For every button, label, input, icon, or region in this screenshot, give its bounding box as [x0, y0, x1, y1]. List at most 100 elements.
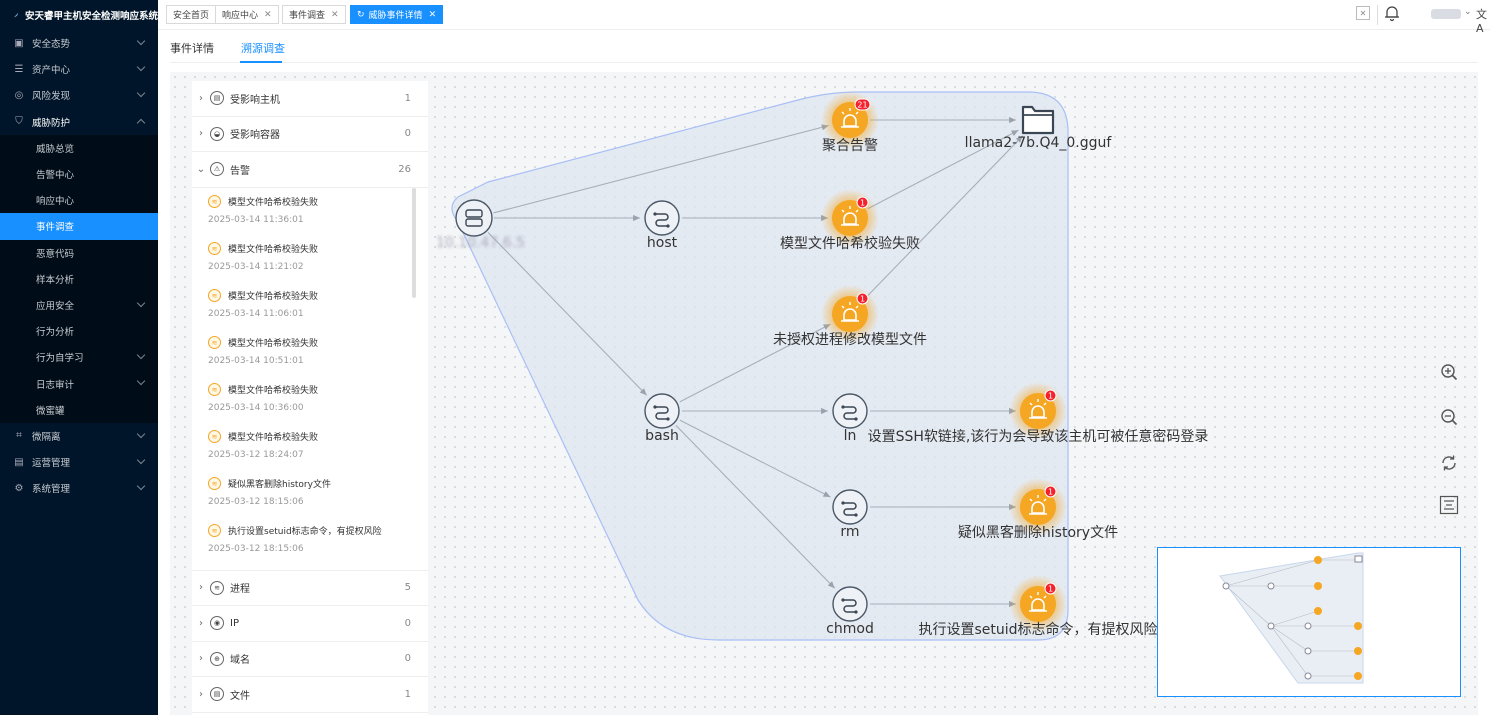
- close-icon[interactable]: ✕: [428, 9, 437, 20]
- tab-event-investigation[interactable]: 事件调查✕: [282, 5, 346, 24]
- alert-node-ssh[interactable]: 1: [1009, 382, 1067, 440]
- avatar[interactable]: [1431, 9, 1461, 19]
- fit-view-icon[interactable]: [1435, 491, 1463, 519]
- group-icon: ◒: [210, 126, 224, 141]
- process-node-rm[interactable]: [832, 489, 868, 525]
- group-label: 域名: [230, 655, 250, 667]
- close-icon[interactable]: ✕: [264, 9, 272, 20]
- group-label: IP: [230, 617, 239, 629]
- sidebar-item-shield[interactable]: ⛉威胁防护: [0, 109, 158, 135]
- sidebar-item-label: 运营管理: [32, 458, 71, 470]
- host-node[interactable]: [455, 199, 493, 237]
- alert-title-row: ≋模型文件哈希校验失败: [208, 242, 428, 256]
- alert-list-item[interactable]: ≋模型文件哈希校验失败 2025-03-14 11:21:02: [192, 235, 428, 282]
- refresh-icon[interactable]: ↻: [357, 9, 365, 20]
- process-node-chmod[interactable]: [832, 586, 868, 622]
- chevron-down-icon[interactable]: ⌄: [1464, 7, 1472, 17]
- alert-title-row: ≋执行设置setuid标志命令，有提权风险: [208, 524, 428, 538]
- brand: 安天睿甲主机安全检测响应系统: [0, 0, 158, 30]
- tab-security-home[interactable]: 安全首页: [166, 5, 217, 24]
- process-node-host[interactable]: [644, 200, 680, 236]
- alert-node-hash[interactable]: 1: [821, 189, 879, 247]
- close-all-tabs-icon[interactable]: ✕: [1356, 6, 1370, 20]
- group-icon: ≋: [210, 580, 224, 595]
- minimap[interactable]: [1157, 547, 1461, 697]
- sidebar-item-segment[interactable]: ⌗微隔离: [0, 423, 158, 449]
- alert-title: 模型文件哈希校验失败: [228, 245, 319, 255]
- sidebar-item-label: 安全态势: [32, 39, 71, 51]
- process-node-bash[interactable]: [644, 393, 680, 429]
- sidebar-subitem[interactable]: 应用安全: [0, 292, 158, 318]
- alert-time: 2025-03-14 11:21:02: [208, 261, 304, 272]
- file-node[interactable]: [1021, 105, 1055, 135]
- zoom-in-icon[interactable]: [1435, 358, 1463, 386]
- sidebar-subitem-label: 告警中心: [36, 170, 75, 182]
- chevron-right-icon: ›: [199, 617, 203, 629]
- alert-icon: ≋: [208, 477, 221, 490]
- alert-time: 2025-03-12 18:15:06: [208, 496, 304, 507]
- alert-node-unauth[interactable]: 1: [821, 285, 879, 343]
- chevron-down-icon: [136, 481, 146, 491]
- close-icon[interactable]: ✕: [331, 9, 339, 20]
- alert-count-badge: 21: [857, 101, 867, 110]
- tab-response-center[interactable]: 响应中心 ✕: [215, 5, 279, 24]
- node-label-file: llama2-7b.Q4_0.gguf: [964, 135, 1112, 151]
- process-node-ln[interactable]: [832, 393, 868, 429]
- sidebar-item-doc[interactable]: ▤运营管理: [0, 449, 158, 475]
- sidebar-subitem[interactable]: 威胁总览: [0, 135, 158, 161]
- node-label-ln: ln: [843, 428, 857, 444]
- alert-node-setuid[interactable]: 1: [1009, 575, 1067, 633]
- alert-icon: ≋: [208, 430, 221, 443]
- alert-title-row: ≋模型文件哈希校验失败: [208, 195, 428, 209]
- group-count: 26: [398, 163, 411, 175]
- tab-label: 安全首页: [173, 11, 210, 21]
- node-label-hash-check-failed: 模型文件哈希校验失败: [780, 236, 920, 252]
- tab-threat-event-detail[interactable]: ↻威胁事件详情✕: [350, 5, 444, 24]
- sidebar-item-gear[interactable]: ⚙系统管理: [0, 475, 158, 501]
- reset-icon[interactable]: [1435, 449, 1463, 477]
- sidebar-item-dashboard[interactable]: ▣安全态势: [0, 30, 158, 56]
- sidebar-subitem[interactable]: 行为分析: [0, 318, 158, 344]
- group-count: 0: [404, 617, 411, 629]
- translate-icon[interactable]: 文A: [1476, 8, 1487, 35]
- edge-bash-rm: [679, 419, 831, 498]
- tab-label: 响应中心: [222, 11, 259, 21]
- sidebar-subitem[interactable]: 告警中心: [0, 161, 158, 187]
- group-count: 0: [404, 653, 411, 665]
- sidebar-subitem[interactable]: 行为自学习: [0, 344, 158, 370]
- alert-node-agg[interactable]: 21: [821, 91, 879, 149]
- alert-icon: ≋: [208, 195, 221, 208]
- alert-node-history[interactable]: 1: [1009, 478, 1067, 536]
- sidebar-item-label: 系统管理: [32, 484, 71, 496]
- bell-icon[interactable]: [1384, 4, 1400, 25]
- zoom-out-icon[interactable]: [1435, 403, 1463, 431]
- sidebar-item-server[interactable]: ☰资产中心: [0, 56, 158, 82]
- sidebar-subitem[interactable]: 日志审计: [0, 370, 158, 396]
- sidebar-item-radar[interactable]: ◎风险发现: [0, 82, 158, 108]
- sidebar-subitem[interactable]: 微蜜罐: [0, 397, 158, 423]
- sidebar-subitem[interactable]: 事件调查: [0, 213, 158, 240]
- sidebar-subitem[interactable]: 恶意代码: [0, 240, 158, 266]
- scrollbar[interactable]: [412, 188, 416, 298]
- alert-icon: ≋: [208, 383, 221, 396]
- sidebar-subitem[interactable]: 响应中心: [0, 187, 158, 213]
- subtab-trace-investigation[interactable]: 溯源调查: [241, 42, 285, 55]
- sidebar-subitem[interactable]: 样本分析: [0, 266, 158, 292]
- subtab-event-detail[interactable]: 事件详情: [170, 42, 214, 55]
